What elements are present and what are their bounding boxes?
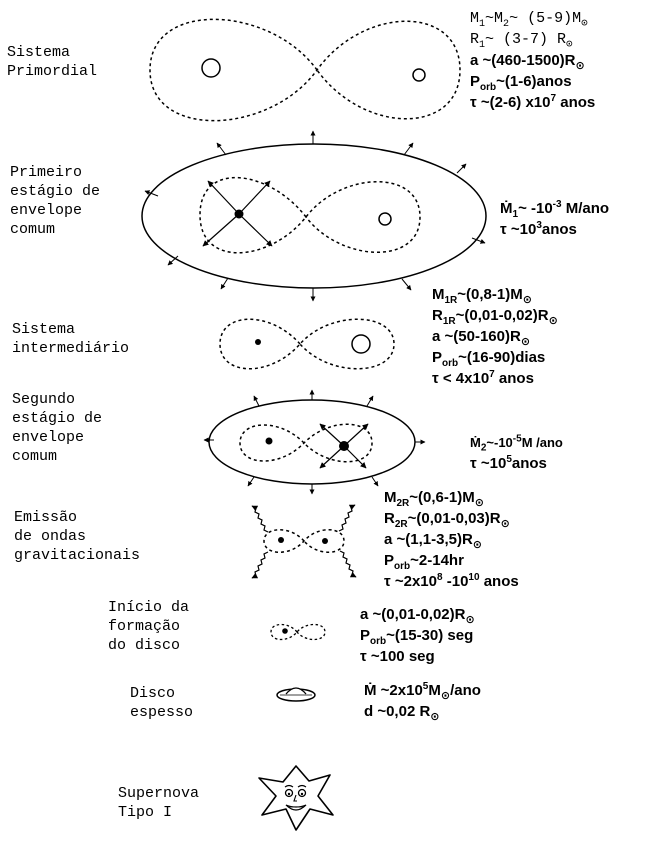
roche-lobe-outline: [150, 19, 460, 120]
stage-label-disc-formation: Início da formação do disco: [108, 598, 189, 655]
param-period: Porb~2-14hr: [384, 550, 519, 571]
params-disc-formation: a ~(0,01-0,02)R⊙ Porb~(15-30) seg τ ~100…: [360, 604, 475, 667]
stage-label-primordial: Sistema Primordial: [7, 43, 97, 81]
stage-label-intermediate: Sistema intermediário: [12, 320, 129, 358]
param-mass-loss: Ṁ2~-10-5M /ano: [470, 432, 563, 453]
params-intermediate: M1R~(0,8-1)M⊙ R1R~(0,01-0,02)R⊙ a ~(50-1…: [432, 284, 558, 389]
params-thick-disc: Ṁ ~2x105M⊙/ano d ~0,02 R⊙: [364, 680, 481, 722]
param-separation: a ~(50-160)R⊙: [432, 326, 558, 347]
param-mass-loss: Ṁ1~ -10-3 M/ano: [500, 198, 609, 219]
roche-lobe-outline: [240, 424, 372, 462]
param-radius: R2R~(0,01-0,03)R⊙: [384, 508, 519, 529]
param-separation: a ~(460-1500)R⊙: [470, 50, 595, 71]
param-radius: R1R~(0,01-0,02)R⊙: [432, 305, 558, 326]
param-separation: a ~(0,01-0,02)R⊙: [360, 604, 475, 625]
white-dwarf: [255, 339, 261, 345]
roche-lobe-outline: [264, 530, 344, 553]
param-separation: a ~(1,1-3,5)R⊙: [384, 529, 519, 550]
stage-label-second-common-envelope: Segundo estágio de envelope comum: [12, 390, 102, 466]
star-2: [352, 335, 370, 353]
white-dwarf: [322, 538, 328, 544]
disc-formation-diagram: [271, 625, 325, 640]
supernova-star-icon: [259, 766, 333, 830]
param-timescale: τ ~(2-6) x107 anos: [470, 92, 595, 113]
roche-lobe-outline: [271, 625, 325, 640]
param-timescale: τ ~103anos: [500, 219, 609, 240]
param-period: Porb~(15-30) seg: [360, 625, 475, 646]
stage-label-first-common-envelope: Primeiro estágio de envelope comum: [10, 163, 100, 239]
star-2: [413, 69, 425, 81]
stage-label-gw-emission: Emissão de ondas gravitacionais: [14, 508, 140, 565]
param-mass: M1R~(0,8-1)M⊙: [432, 284, 558, 305]
second-common-envelope-diagram: [204, 390, 425, 494]
thick-disc-diagram: [277, 688, 315, 701]
white-dwarf: [278, 537, 284, 543]
param-timescale: τ ~2x108 -1010 anos: [384, 571, 519, 592]
params-primordial: M1~M2~ (5-9)M⊙ R1~ (3-7) R⊙ a ~(460-1500…: [470, 8, 595, 113]
param-masses: M1~M2~ (5-9)M⊙: [470, 8, 595, 29]
param-timescale: τ < 4x107 anos: [432, 368, 558, 389]
param-timescale: τ ~105anos: [470, 453, 563, 474]
first-common-envelope-diagram: [142, 131, 486, 301]
star-2: [379, 213, 391, 225]
param-mass: M2R~(0,6-1)M⊙: [384, 487, 519, 508]
params-gw-emission: M2R~(0,6-1)M⊙ R2R~(0,01-0,03)R⊙ a ~(1,1-…: [384, 487, 519, 592]
common-envelope: [209, 400, 415, 484]
param-accretion-rate: Ṁ ~2x105M⊙/ano: [364, 680, 481, 701]
primordial-system-diagram: [150, 19, 460, 120]
param-period: Porb~(16-90)dias: [432, 347, 558, 368]
white-dwarf: [282, 628, 288, 634]
param-radius: R1~ (3-7) R⊙: [470, 29, 595, 50]
star-1: [202, 59, 220, 77]
param-timescale: τ ~100 seg: [360, 646, 475, 667]
params-second-common-envelope: Ṁ2~-10-5M /ano τ ~105anos: [470, 432, 563, 474]
common-envelope: [142, 144, 486, 288]
envelope-outflow-arrows: [204, 390, 425, 494]
params-first-common-envelope: Ṁ1~ -10-3 M/ano τ ~103anos: [500, 198, 609, 240]
envelope-outflow-arrows: [145, 131, 485, 301]
stage-label-supernova: Supernova Tipo I: [118, 784, 199, 822]
white-dwarf: [266, 438, 273, 445]
star-outline: [259, 766, 333, 830]
gravitational-wave-diagram: [252, 505, 356, 578]
param-disc-size: d ~0,02 R⊙: [364, 701, 481, 722]
stage-label-thick-disc: Disco espesso: [130, 684, 193, 722]
param-period: Porb~(1-6)anos: [470, 71, 595, 92]
intermediate-system-diagram: [220, 319, 394, 369]
